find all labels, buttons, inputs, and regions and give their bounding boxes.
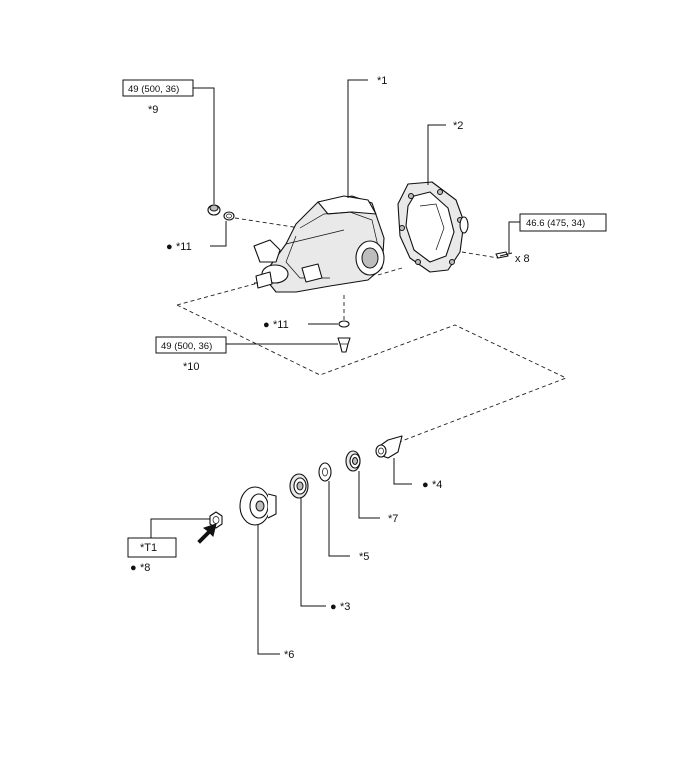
part-6-flange: [239, 486, 277, 526]
callout-4: *4: [432, 479, 442, 491]
assembly-guide-lines: [176, 217, 568, 445]
bullet-11a: ●: [166, 241, 173, 253]
part-5-washer: [318, 462, 332, 482]
torque-value-9: 49 (500, 36): [128, 84, 179, 95]
callout-8: *8: [140, 562, 150, 574]
torque-value-10: 49 (500, 36): [161, 341, 212, 352]
torque-value-2: 46.6 (475, 34): [526, 218, 585, 229]
part-7-bearing: [345, 450, 361, 472]
callout-3: *3: [340, 601, 350, 613]
part-4-spacer: [375, 435, 403, 459]
plug-10: [337, 337, 351, 353]
bullet-8: ●: [130, 562, 137, 574]
bolt-quantity: x 8: [515, 253, 530, 265]
callout-5: *5: [359, 551, 369, 563]
bullet-3: ●: [330, 601, 337, 613]
torque-box-2: 46.6 (475, 34): [519, 213, 607, 232]
tool-box-t1: *T1: [127, 537, 177, 558]
bullet-11b: ●: [263, 319, 270, 331]
callout-6: *6: [284, 649, 294, 661]
cover-bolt: [495, 251, 513, 259]
carrier-cover: [397, 181, 469, 273]
torque-box-10: 49 (500, 36): [155, 336, 227, 354]
torque-box-9: 49 (500, 36): [122, 79, 194, 97]
callout-7: *7: [388, 513, 398, 525]
callout-10: *10: [183, 361, 200, 373]
leader-lines: [150, 79, 520, 655]
differential-carrier: [253, 195, 385, 293]
tool-label-t1: *T1: [140, 542, 157, 554]
gasket-11-upper: [223, 211, 235, 221]
callout-11-lower: *11: [273, 319, 289, 331]
gasket-11-lower: [338, 320, 350, 328]
callout-2: *2: [453, 120, 463, 132]
part-8-nut: [209, 511, 223, 529]
part-3-seal: [289, 473, 309, 499]
callout-1: *1: [377, 75, 387, 87]
bullet-4: ●: [422, 479, 429, 491]
plug-9: [207, 204, 221, 216]
callout-11-upper: *11: [176, 241, 192, 253]
tool-arrow: [197, 523, 217, 544]
callout-9: *9: [148, 104, 158, 116]
